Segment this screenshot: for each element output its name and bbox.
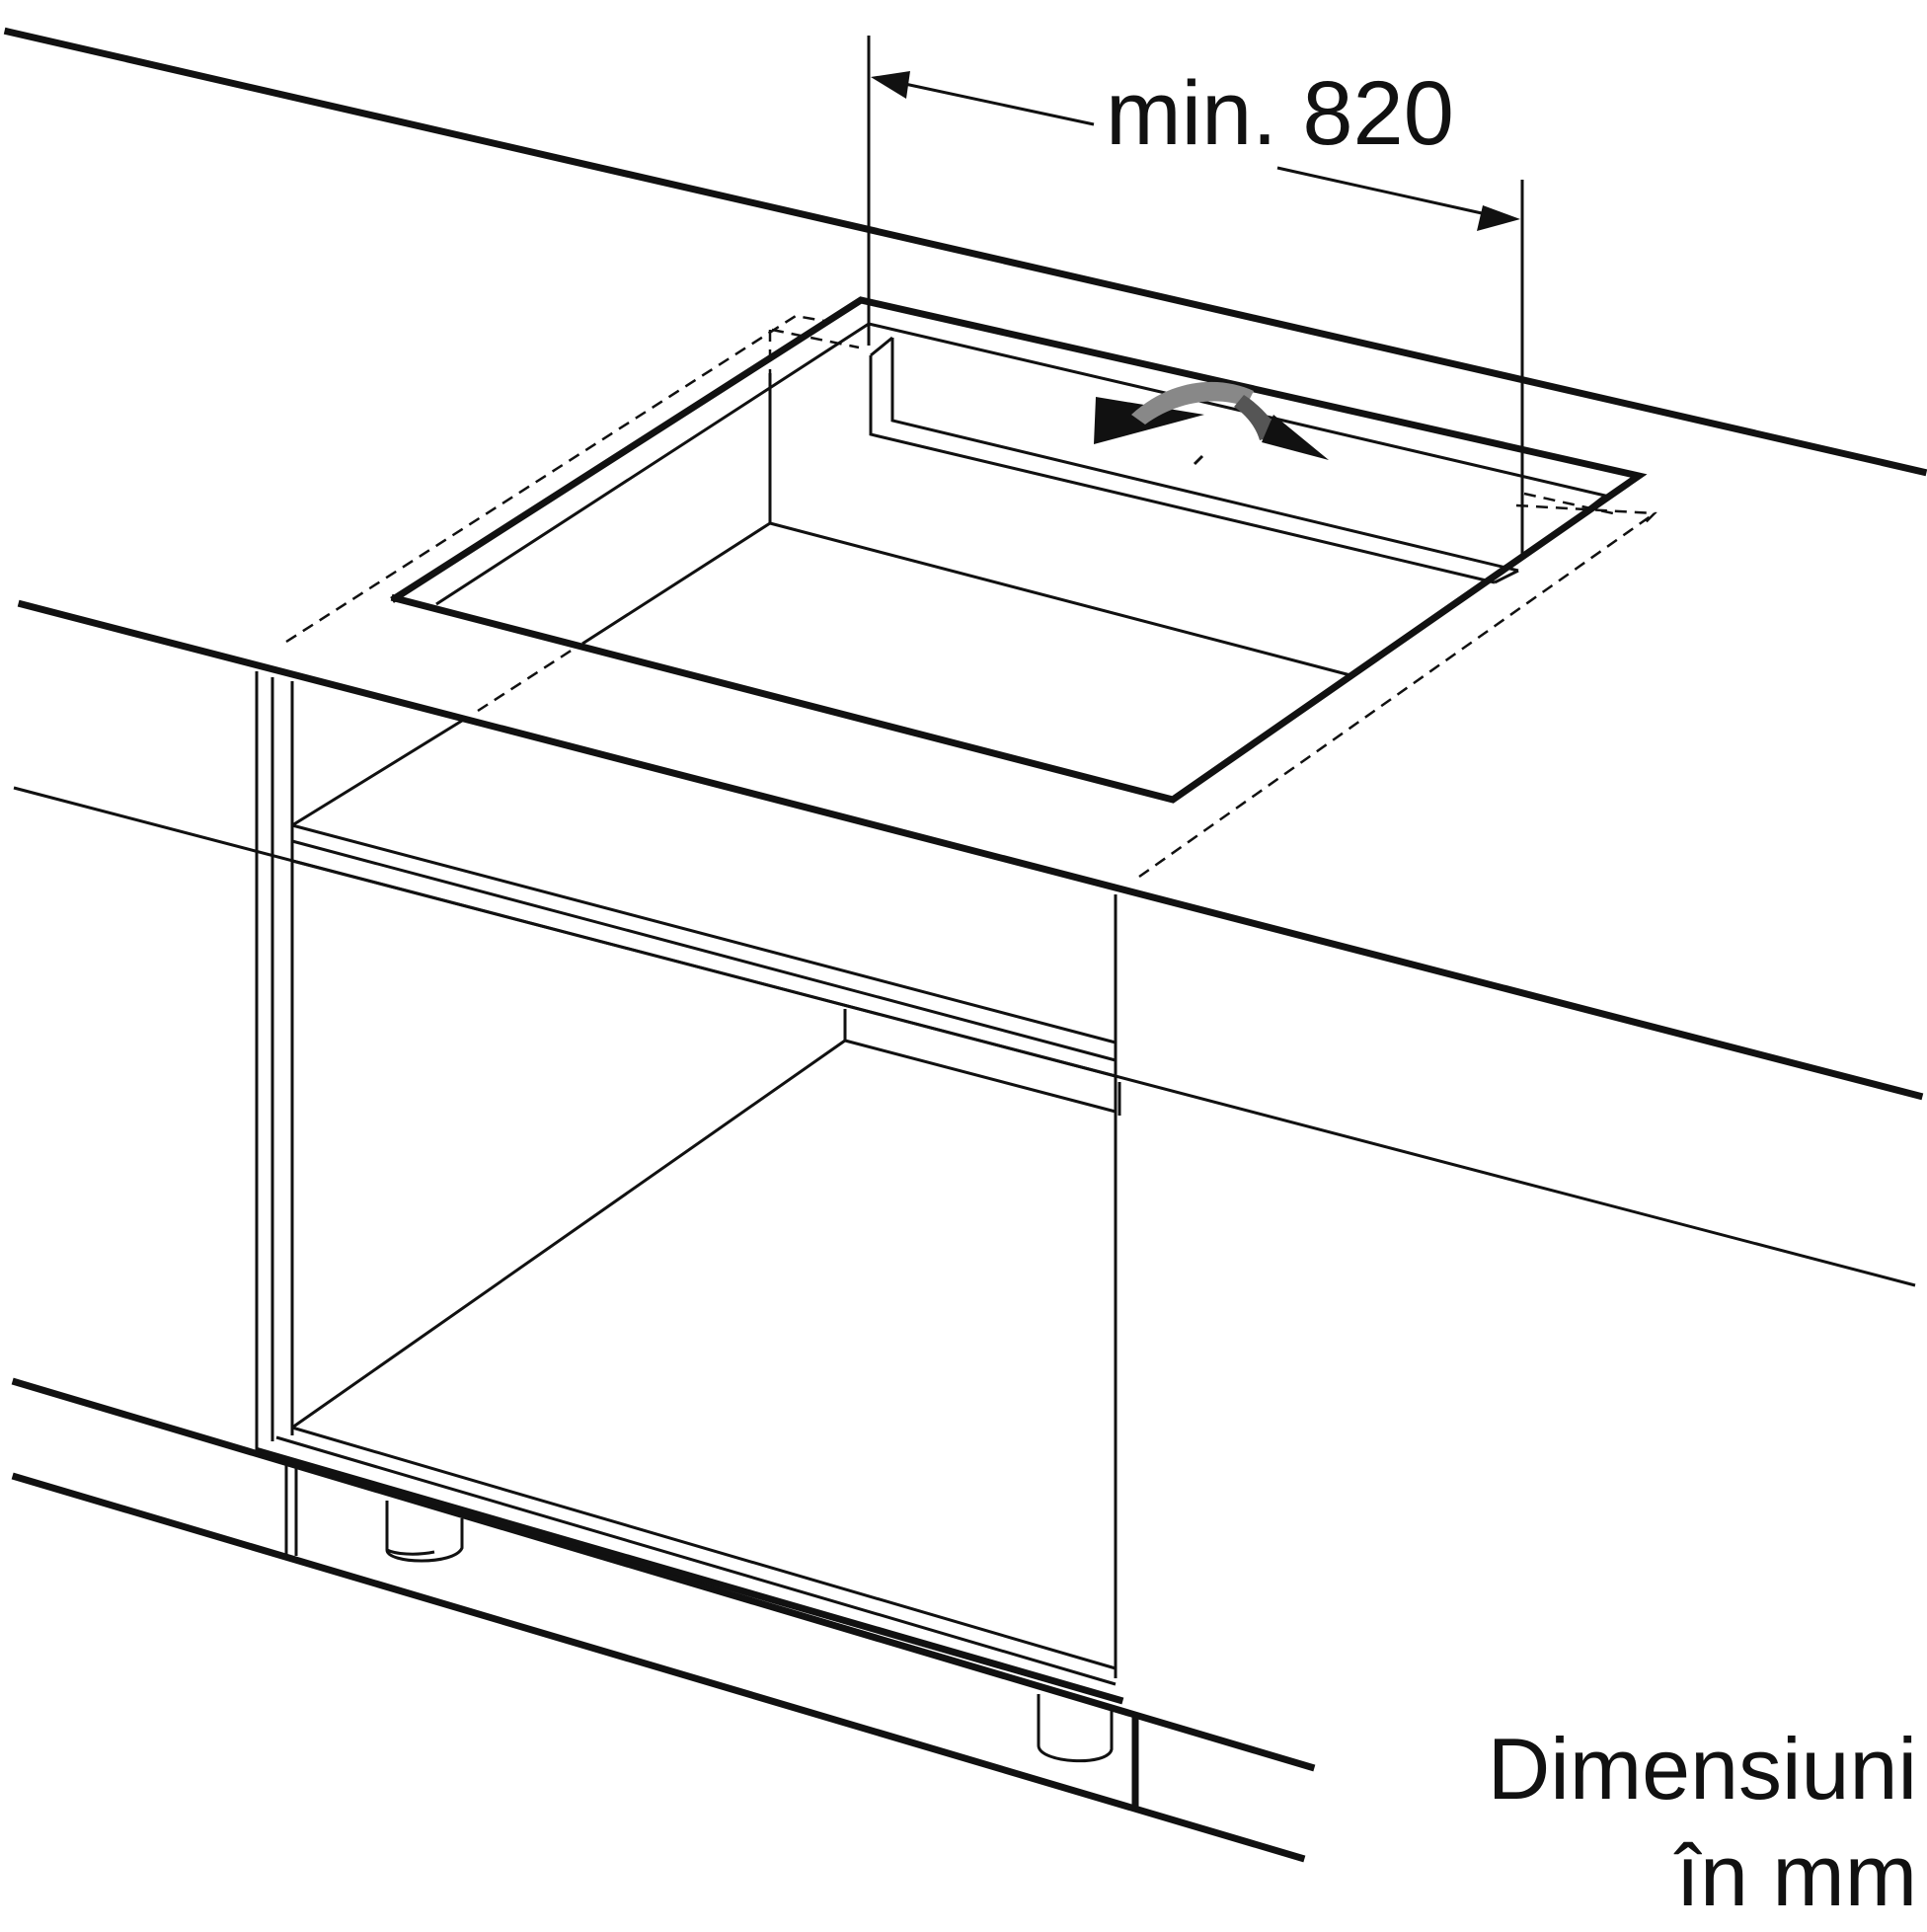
units-note-line2: în mm: [1674, 1826, 1917, 1924]
cabinet-bottom-rail-2: [275, 1435, 1117, 1686]
hob-dashed-right: [1515, 503, 1657, 524]
cabinet-foot-left: [385, 1501, 464, 1563]
dimension-line-left: [899, 81, 1095, 126]
dimension-arrow-left-icon: [871, 71, 910, 99]
cutout-inner-rim: [435, 322, 1609, 606]
plinth-top-line: [11, 1377, 1316, 1772]
hob-dashed-left: [285, 314, 830, 644]
dimension-line-right: [1276, 166, 1492, 217]
hob-dashed-front-right: [1138, 511, 1656, 879]
cabinet-bottom-rail-1: [291, 1426, 1117, 1670]
airflow-arrows-icon: [1094, 381, 1329, 460]
cabinet-bottom-front: [254, 1446, 1124, 1705]
dimension-arrow-right-icon: [1477, 205, 1520, 231]
cabinet-top-rail-2: [291, 839, 1117, 1062]
hob-dashed-left-inner: [771, 328, 860, 349]
worktop-front-edge: [17, 599, 1924, 1101]
cutout-rim-joint: [1193, 454, 1204, 466]
vent-slot-back: [890, 338, 1519, 573]
worktop-back-edge: [3, 27, 1927, 477]
vent-slot-front: [869, 355, 1496, 584]
floor-line: [11, 1472, 1306, 1863]
cutout-inner-side-edge: [581, 521, 771, 646]
vent-slot-joint: [1494, 569, 1519, 584]
cabinet-foot-right: [1037, 1694, 1114, 1763]
hob-cutout-outline: [390, 296, 1648, 804]
units-note-line1: Dimensiuni: [1488, 1720, 1917, 1817]
cabinet-top-side: [291, 719, 463, 827]
hob-dashed-right-inner: [1523, 492, 1614, 515]
hob-dashed-front-left: [477, 648, 574, 713]
cabinet-top-rail-1: [291, 823, 1117, 1044]
vent-slot-end: [870, 336, 893, 357]
cabinet-floor-diagonal: [291, 1039, 846, 1430]
cabinet-top-rail-3: [291, 859, 1117, 1078]
cutout-inner-bottom-edge: [769, 521, 1351, 677]
cabinet-back-shelf-edge: [844, 1039, 1117, 1114]
dimension-label: min. 820: [1106, 63, 1454, 164]
